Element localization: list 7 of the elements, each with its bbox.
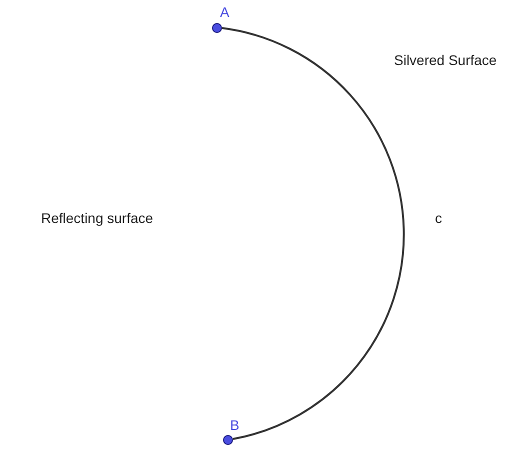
point-label: A xyxy=(220,4,230,20)
text-label: Silvered Surface xyxy=(394,52,497,68)
point-label: B xyxy=(230,417,240,433)
arc xyxy=(222,27,405,440)
text-label: Reflecting surface xyxy=(41,210,154,226)
point-marker xyxy=(212,23,222,33)
point-marker xyxy=(223,435,233,445)
